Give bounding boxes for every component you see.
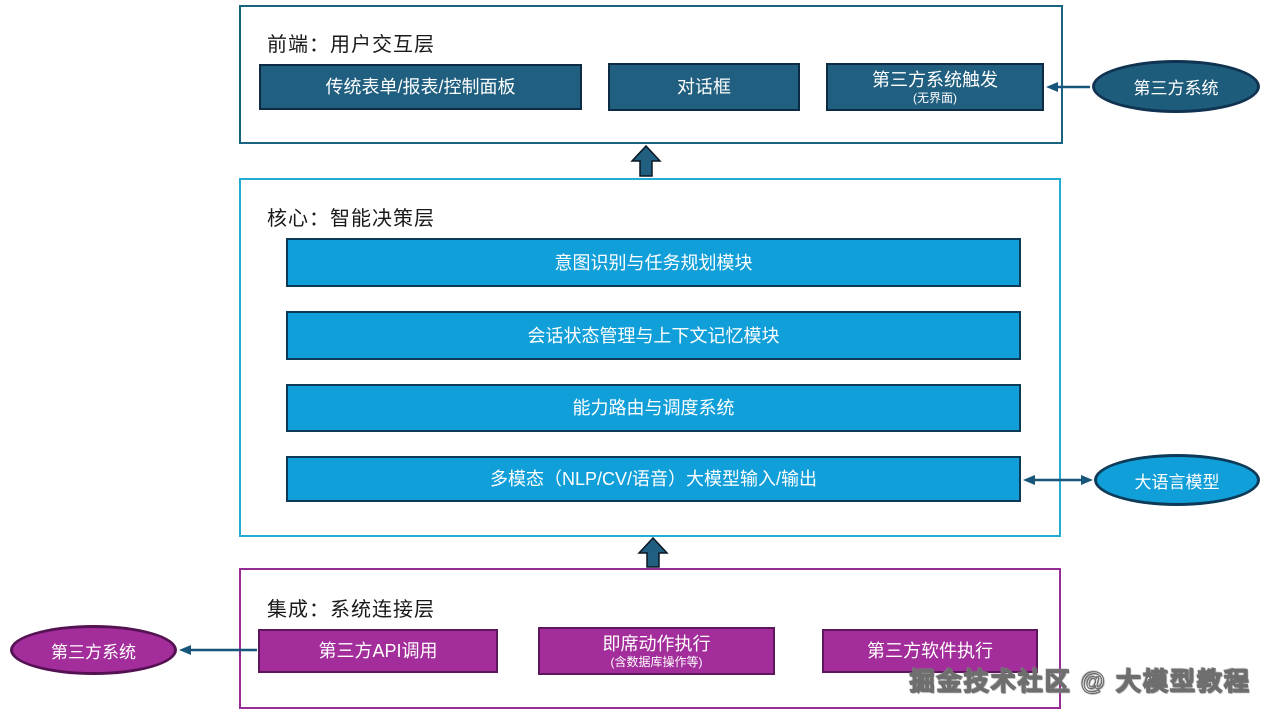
block-arrow-up-frontend bbox=[630, 144, 662, 177]
integration-layer-title: 集成：系统连接层 bbox=[267, 599, 435, 621]
node-adhoc-action-label: 即席动作执行 bbox=[602, 634, 711, 654]
node-multimodal-io-label: 多模态（NLP/CV/语音）大模型输入/输出 bbox=[489, 469, 818, 489]
watermark-text: 掘金技术社区 @ 大模型教程 bbox=[909, 667, 1251, 696]
node-dialog-box: 对话框 bbox=[608, 63, 800, 111]
node-adhoc-action: 即席动作执行 (含数据库操作等) bbox=[538, 627, 775, 675]
node-third-party-software-label: 第三方软件执行 bbox=[867, 641, 993, 661]
node-traditional-forms: 传统表单/报表/控制面板 bbox=[259, 64, 582, 110]
node-intent-recognition: 意图识别与任务规划模块 bbox=[286, 238, 1021, 287]
ellipse-llm: 大语言模型 bbox=[1094, 454, 1260, 506]
node-third-party-api-label: 第三方API调用 bbox=[318, 641, 438, 661]
ellipse-third-party-system-top-label: 第三方系统 bbox=[1133, 79, 1219, 98]
node-third-party-software: 第三方软件执行 bbox=[822, 629, 1038, 673]
ellipse-third-party-system-bottom-label: 第三方系统 bbox=[51, 642, 136, 662]
block-arrow-up-core bbox=[637, 536, 669, 568]
ellipse-llm-label: 大语言模型 bbox=[1134, 472, 1220, 492]
core-layer-title: 核心：智能决策层 bbox=[267, 208, 435, 230]
node-session-state-label: 会话状态管理与上下文记忆模块 bbox=[527, 325, 780, 346]
node-session-state: 会话状态管理与上下文记忆模块 bbox=[286, 311, 1021, 360]
node-intent-recognition-label: 意图识别与任务规划模块 bbox=[554, 252, 753, 273]
node-adhoc-action-sublabel: (含数据库操作等) bbox=[610, 655, 703, 669]
arrow-api-to-third-party-head bbox=[179, 645, 191, 655]
node-capability-routing: 能力路由与调度系统 bbox=[286, 384, 1021, 432]
node-capability-routing-label: 能力路由与调度系统 bbox=[572, 398, 735, 418]
node-third-party-trigger-label: 第三方系统触发 bbox=[872, 70, 998, 90]
arrow-llm-right-head bbox=[1081, 475, 1093, 485]
frontend-layer-title: 前端：用户交互层 bbox=[267, 34, 435, 56]
node-third-party-api: 第三方API调用 bbox=[258, 629, 498, 673]
node-third-party-trigger: 第三方系统触发 (无界面) bbox=[826, 63, 1044, 111]
node-dialog-box-label: 对话框 bbox=[677, 77, 731, 97]
node-multimodal-io: 多模态（NLP/CV/语音）大模型输入/输出 bbox=[286, 456, 1021, 502]
node-traditional-forms-label: 传统表单/报表/控制面板 bbox=[325, 77, 516, 97]
ellipse-third-party-system-top: 第三方系统 bbox=[1092, 60, 1260, 113]
node-third-party-trigger-sublabel: (无界面) bbox=[913, 91, 957, 105]
ellipse-third-party-system-bottom: 第三方系统 bbox=[10, 625, 177, 675]
